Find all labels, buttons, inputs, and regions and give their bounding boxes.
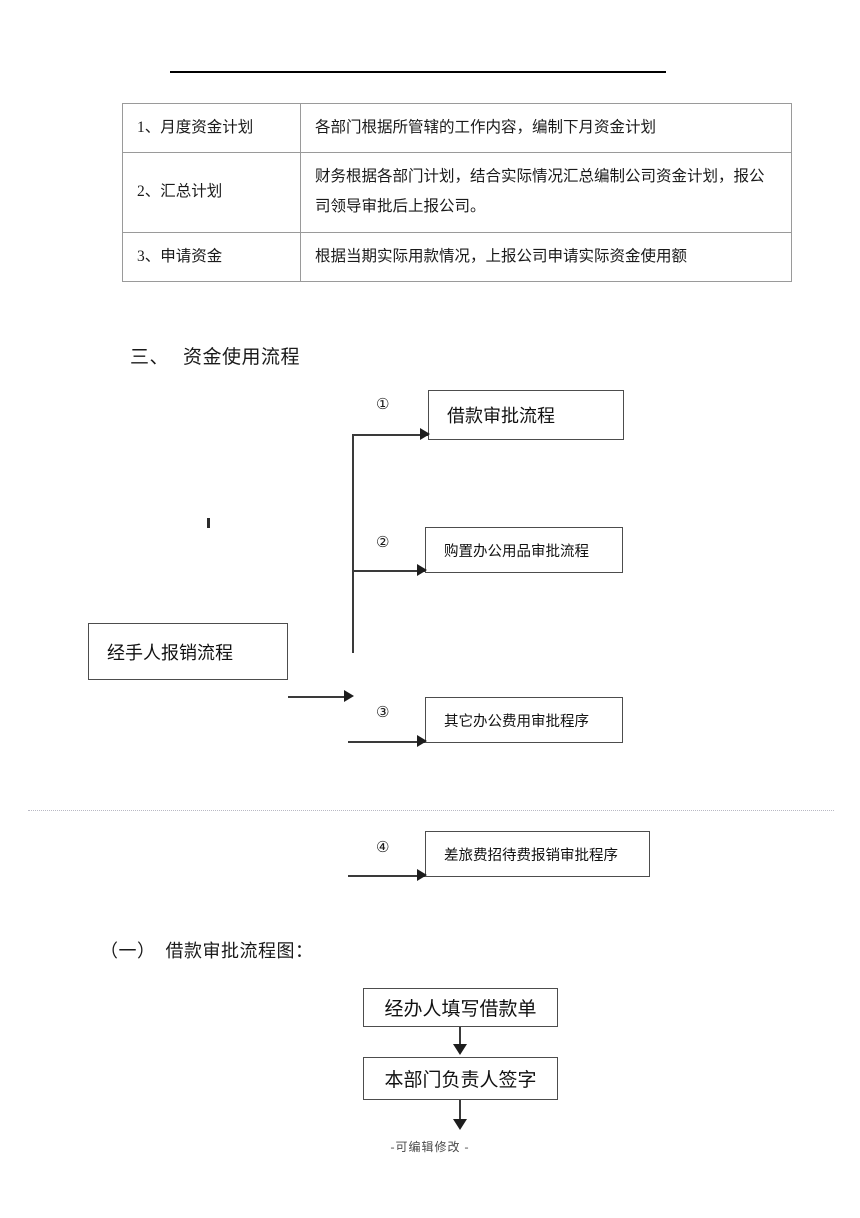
flow-box-branch-2: 购置办公用品审批流程: [425, 527, 623, 573]
table-cell-label: 2、汇总计划: [122, 152, 301, 233]
table-row: 3、申请资金 根据当期实际用款情况，上报公司申请实际资金使用额: [122, 231, 792, 282]
flow-box-branch-4: 差旅费招待费报销审批程序: [425, 831, 650, 877]
page-separator: [28, 810, 834, 811]
top-horizontal-rule: [170, 71, 666, 73]
page-footer-note: -可编辑修改 -: [390, 1140, 470, 1154]
subsection-number: （一）: [100, 941, 156, 961]
flow-connector-branch-2: [352, 570, 425, 572]
flow-connector-feeder: [288, 696, 350, 698]
subsection-title: 借款审批流程图：: [165, 941, 314, 961]
table-cell-description: 财务根据各部门计划，结合实际情况汇总编制公司资金计划，报公司领导审批后上报公司。: [300, 152, 792, 233]
arrow-right-icon: [344, 690, 354, 702]
flow-connector-branch-4: [348, 875, 425, 877]
arrow-right-icon: [417, 735, 427, 747]
section-number: 三、: [130, 347, 170, 368]
arrow-right-icon: [417, 564, 427, 576]
flow-connector-branch-3: [348, 741, 425, 743]
flow-box-branch-3: 其它办公费用审批程序: [425, 697, 623, 743]
flow-connector-branch-1: [352, 434, 428, 436]
arrow-down-icon: [453, 1044, 467, 1055]
flow-marker-4: ④: [376, 838, 390, 856]
flow-box-source: 经手人报销流程: [88, 623, 288, 680]
flow-marker-1: ①: [376, 395, 390, 413]
section-heading-one: （一） 借款审批流程图：: [100, 937, 314, 963]
stray-tick-mark: [207, 518, 210, 528]
flow-marker-2: ②: [376, 533, 390, 551]
loan-flow-step-2: 本部门负责人签字: [363, 1057, 558, 1100]
section-title: 资金使用流程: [183, 347, 301, 368]
arrow-right-icon: [420, 428, 430, 440]
loan-flow-step-1: 经办人填写借款单: [363, 988, 558, 1027]
table-row: 2、汇总计划 财务根据各部门计划，结合实际情况汇总编制公司资金计划，报公司领导审…: [122, 152, 792, 233]
flow-trunk-line: [352, 434, 354, 653]
table-cell-label: 3、申请资金: [122, 231, 301, 282]
table-cell-description: 各部门根据所管辖的工作内容，编制下月资金计划: [300, 102, 792, 154]
section-heading-three: 三、资金使用流程: [130, 342, 300, 369]
table-cell-description: 根据当期实际用款情况，上报公司申请实际资金使用额: [300, 231, 792, 282]
funding-plan-table: 1、月度资金计划 各部门根据所管辖的工作内容，编制下月资金计划 2、汇总计划 财…: [122, 102, 792, 282]
loan-flow-connector-1: [459, 1027, 461, 1046]
table-cell-label: 1、月度资金计划: [122, 102, 301, 154]
loan-flow-connector-2: [459, 1100, 461, 1121]
arrow-down-icon: [453, 1119, 467, 1130]
arrow-right-icon: [417, 869, 427, 881]
flow-box-branch-1: 借款审批流程: [428, 390, 624, 440]
flow-marker-3: ③: [376, 703, 390, 721]
table-row: 1、月度资金计划 各部门根据所管辖的工作内容，编制下月资金计划: [122, 102, 792, 154]
